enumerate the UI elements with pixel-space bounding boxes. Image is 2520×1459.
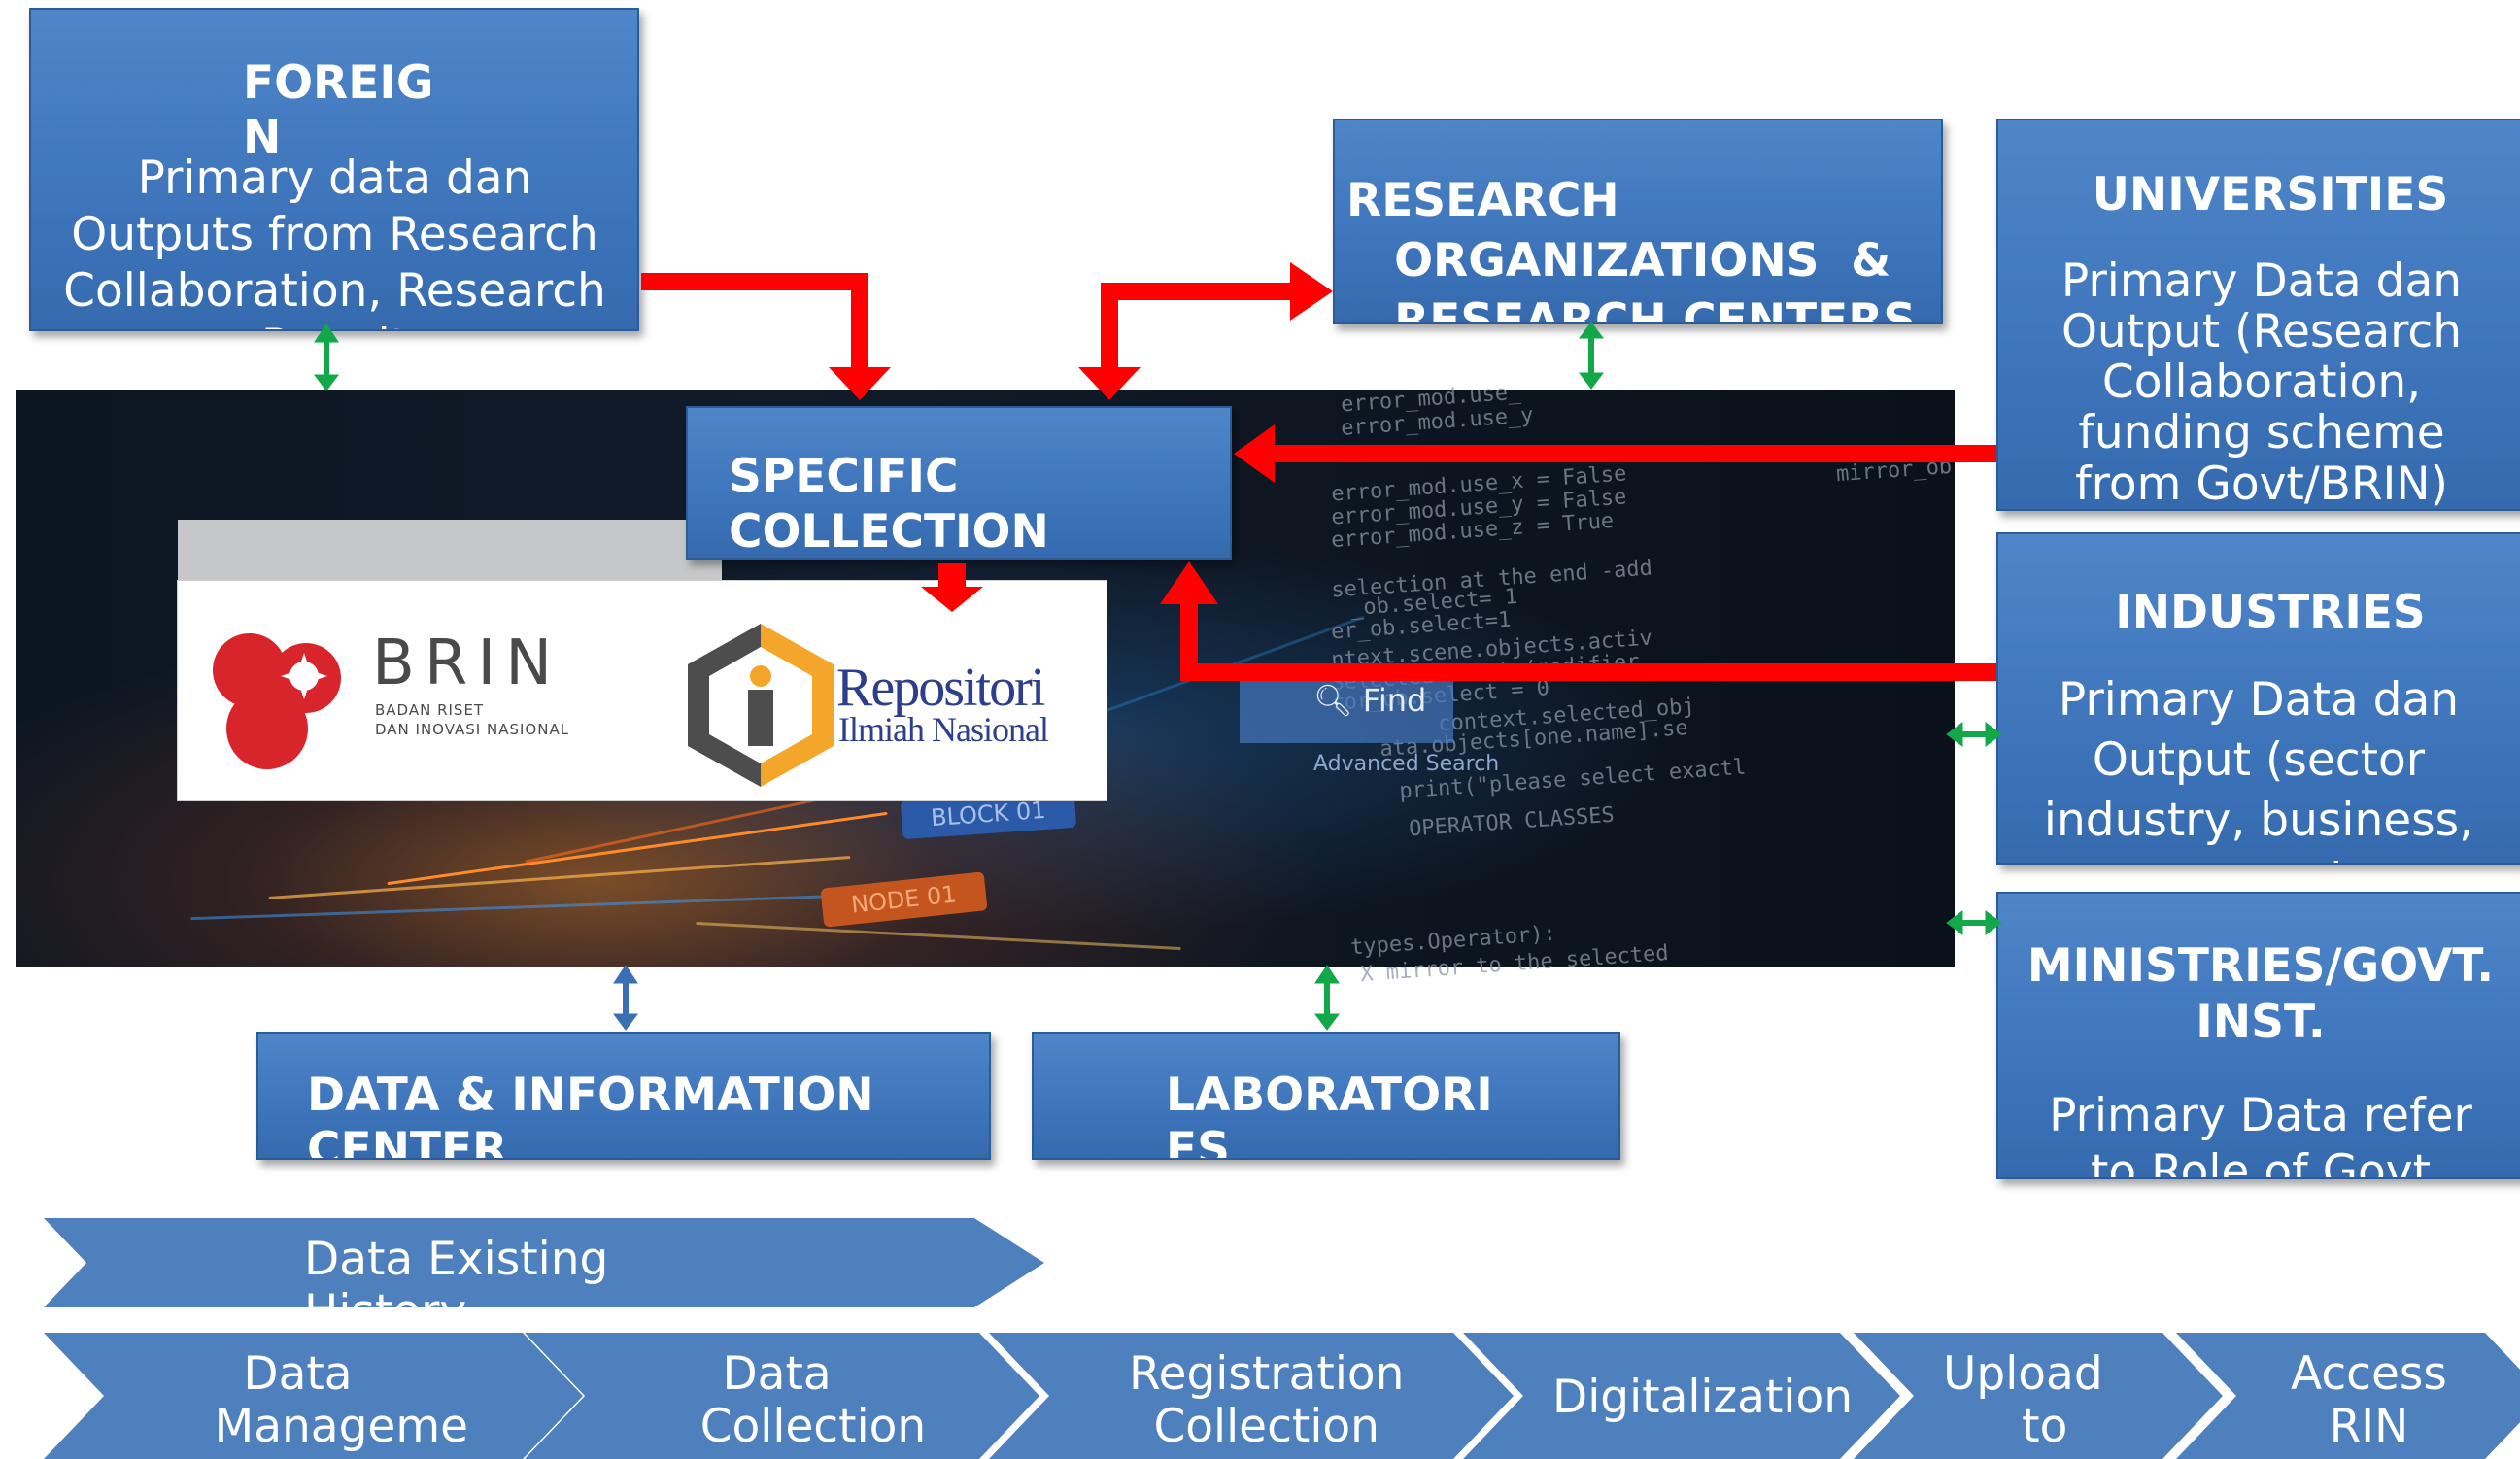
advanced-search-label: Advanced Search	[1313, 752, 1500, 776]
universities-title: UNIVERSITIES	[2092, 168, 2449, 221]
process-step: Digitalization	[1463, 1333, 1900, 1459]
process-step-label: Data Manageme	[214, 1347, 469, 1454]
process-step-label: Upload to	[1943, 1347, 2103, 1454]
find-button	[1240, 675, 1453, 743]
rin-line2: Ilmiah Nasional	[838, 710, 1049, 749]
logo-card: BRIN BADAN RISET DAN INOVASI NASIONAL Re…	[178, 581, 1107, 800]
arrow-universities-to-specific	[1234, 424, 1996, 483]
process-step-label: Registration Collection	[1129, 1347, 1405, 1454]
green-arrow-laboratories	[1314, 965, 1340, 1031]
brin-name: BRIN	[372, 628, 562, 699]
brin-subtitle-1: BADAN RISET	[375, 701, 485, 719]
universities-body: Primary Data dan Output (Research Collab…	[2060, 254, 2463, 511]
industries-body: Primary Data dan Output (sector industry…	[2043, 673, 2474, 863]
find-text: Find	[1362, 682, 1427, 719]
green-arrow-ministries	[1946, 910, 2002, 935]
green-arrow-research	[1579, 322, 1604, 390]
data-existing-history-banner: Data Existing History	[44, 1218, 1044, 1307]
industries-node: INDUSTRIES Primary Data dan Output (sect…	[1996, 532, 2520, 865]
process-step-label: Data Collection	[699, 1347, 927, 1454]
process-step-label: Access RIN	[2291, 1347, 2447, 1454]
arrow-specific-down	[921, 563, 983, 612]
process-step: Data Manageme	[44, 1333, 583, 1459]
find-label: 🔍︎ Find	[1313, 682, 1426, 719]
ministries-body: Primary Data refer to Role of Govt	[2049, 1089, 2472, 1179]
laboratories-node: LABORATORI ES	[1032, 1032, 1620, 1160]
rin-logo-icon	[688, 624, 834, 787]
process-step: Data Collection	[525, 1333, 1039, 1459]
rin-line1: Repositori	[836, 658, 1045, 718]
research-orgs-node: RESEARCH ORGANIZATIONS & RESEARCH CENTER…	[1333, 119, 1943, 324]
ministries-title: MINISTRIES/GOVT. INST.	[2026, 939, 2495, 1049]
search-icon: 🔍︎	[1313, 682, 1353, 719]
arrow-industries-to-specific	[1160, 561, 1996, 681]
research-orgs-title: RESEARCH ORGANIZATIONS & RESEARCH CENTER…	[1346, 174, 1917, 324]
brin-subtitle-2: DAN INOVASI NASIONAL	[375, 721, 570, 738]
foreign-title: FOREIG N	[243, 56, 434, 165]
process-step: Upload to	[1854, 1333, 2223, 1459]
green-arrow-foreign	[314, 323, 339, 391]
blue-arrow-data-info	[613, 965, 638, 1031]
data-existing-history-label: Data Existing History	[304, 1233, 609, 1307]
brin-logo-icon	[213, 633, 341, 769]
ministries-node: MINISTRIES/GOVT. INST. Primary Data refe…	[1996, 892, 2520, 1179]
laboratories-title: LABORATORI ES	[1166, 1069, 1493, 1160]
foreign-node: FOREIG N Primary data dan Outputs from R…	[29, 8, 639, 331]
foreign-body: Primary data dan Outputs from Research C…	[63, 152, 606, 329]
green-arrow-industries	[1946, 722, 2002, 747]
specific-collection-node: SPECIFIC COLLECTION	[686, 406, 1232, 560]
data-info-center-node: DATA & INFORMATION CENTER	[256, 1032, 991, 1160]
specific-collection-title: SPECIFIC COLLECTION	[729, 450, 1049, 560]
industries-title: INDUSTRIES	[2115, 586, 2426, 639]
data-info-center-title: DATA & INFORMATION CENTER	[307, 1069, 874, 1160]
process-step-label: Digitalization	[1552, 1371, 1853, 1424]
universities-node: UNIVERSITIES Primary Data dan Output (Re…	[1996, 119, 2520, 511]
arrow-foreign-to-specific	[641, 273, 891, 400]
process-step: Registration Collection	[989, 1333, 1514, 1459]
arrow-specific-to-research	[1078, 262, 1333, 400]
logo-card-shade	[178, 520, 722, 581]
